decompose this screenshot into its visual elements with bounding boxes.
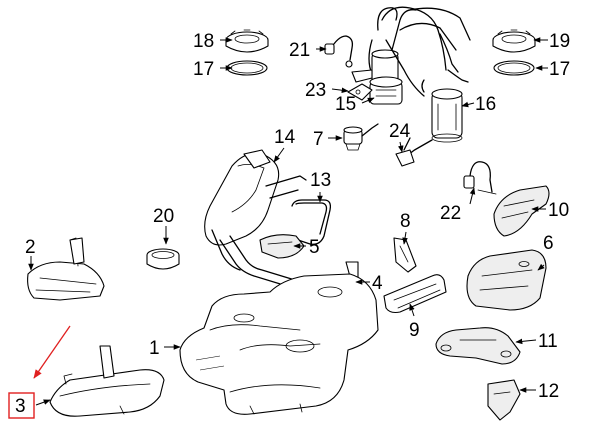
part-20-cap-ring[interactable] xyxy=(146,248,180,270)
callout-24: 24 xyxy=(389,121,411,142)
part-17-seal-ring-right[interactable] xyxy=(493,60,535,76)
part-2-heat-shield[interactable] xyxy=(27,237,105,301)
part-10-shield[interactable] xyxy=(493,185,550,237)
callout-13: 13 xyxy=(310,170,331,191)
callout-3: 3 xyxy=(15,396,26,417)
part-24-line-bracket[interactable] xyxy=(395,137,415,167)
callout-2: 2 xyxy=(25,237,36,258)
callout-3-highlight-box xyxy=(8,392,35,419)
callout-23: 23 xyxy=(305,80,326,101)
callout-9: 9 xyxy=(409,320,420,341)
callout-12: 12 xyxy=(538,381,559,402)
callout-11: 11 xyxy=(538,331,558,352)
part-6-skid-plate[interactable] xyxy=(466,249,547,311)
callout-22: 22 xyxy=(440,203,461,224)
part-12-shield[interactable] xyxy=(487,379,521,421)
part-8-bracket[interactable] xyxy=(393,237,417,273)
callout-10: 10 xyxy=(548,200,569,221)
callout-17-left: 17 xyxy=(193,59,214,80)
part-1-fuel-tank[interactable] xyxy=(179,273,379,415)
part-15-fuel-pump-module[interactable] xyxy=(351,7,417,105)
callout-4: 4 xyxy=(372,273,383,294)
part-17-seal-ring-left[interactable] xyxy=(226,60,268,76)
callout-8: 8 xyxy=(400,211,411,232)
part-21-sensor[interactable] xyxy=(324,35,354,68)
callout-21: 21 xyxy=(289,40,310,61)
part-11-bracket[interactable] xyxy=(435,327,521,365)
part-7-valve[interactable] xyxy=(343,123,379,151)
part-18-lock-ring[interactable] xyxy=(225,29,269,53)
callout-17-right: 17 xyxy=(549,59,570,80)
part-23-bracket[interactable] xyxy=(347,83,373,101)
callout-16: 16 xyxy=(475,94,496,115)
part-19-lock-ring[interactable] xyxy=(492,29,536,53)
part-13-vent-hose[interactable] xyxy=(291,199,332,245)
part-3-heat-shield[interactable] xyxy=(49,345,165,417)
callout-7: 7 xyxy=(313,129,324,150)
callout-14: 14 xyxy=(274,127,296,148)
callout-1: 1 xyxy=(149,338,160,359)
leader-lines xyxy=(28,37,548,406)
callout-15: 15 xyxy=(335,94,356,115)
callout-6: 6 xyxy=(543,233,554,254)
part-16-fuel-sender[interactable] xyxy=(381,6,471,161)
callout-19: 19 xyxy=(549,31,570,52)
callout-18: 18 xyxy=(193,31,214,52)
callout-20: 20 xyxy=(153,206,174,227)
part-22-sensor[interactable] xyxy=(463,161,497,195)
callout-labels: 18 17 19 17 21 23 15 16 7 24 14 13 5 20 … xyxy=(8,31,570,419)
part-9-support[interactable] xyxy=(383,274,447,314)
part-14-filler-pipe[interactable] xyxy=(204,149,327,309)
callout-5: 5 xyxy=(309,237,320,258)
